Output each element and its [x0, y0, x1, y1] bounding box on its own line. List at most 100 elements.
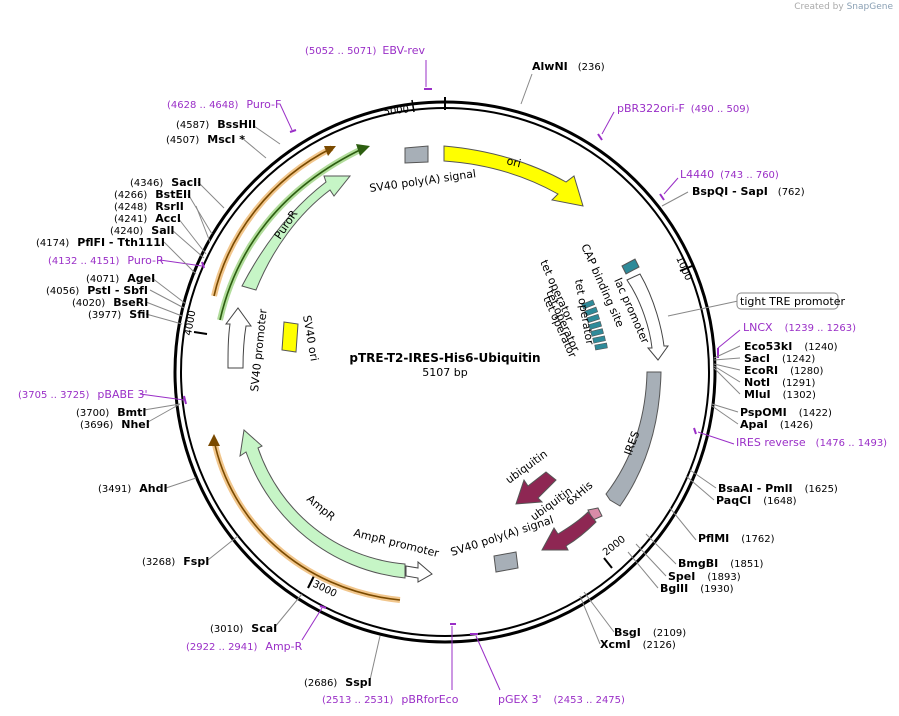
- sv40-polya-top-feature[interactable]: [404, 145, 429, 164]
- sfii-leader: [145, 313, 183, 325]
- site-xcmi[interactable]: XcmI(2126): [600, 638, 676, 651]
- puro-f-primer[interactable]: (4628 .. 4648)Puro-F: [167, 98, 281, 111]
- sv40-polya-bottom-label: SV40 poly(A) signal: [449, 513, 555, 559]
- site-sspi[interactable]: (2686)SspI: [304, 676, 372, 689]
- site-msci[interactable]: (4507)MscI *: [166, 133, 245, 146]
- site-sacii[interactable]: (4346)SacII: [130, 176, 201, 189]
- sv40-ori-feature[interactable]: [281, 321, 299, 353]
- acci-leader: [177, 217, 207, 255]
- site-sfii[interactable]: (3977)SfiI: [88, 308, 149, 321]
- site-bsaai-pmli[interactable]: BsaAI - PmlI(1625): [718, 482, 838, 495]
- ampr-promoter-feature[interactable]: [405, 560, 433, 583]
- pbr322ori-f-primer[interactable]: pBR322ori-F(490 .. 509): [617, 102, 750, 115]
- tight-tre-leader: [667, 300, 739, 317]
- puro-r-primer[interactable]: (4132 .. 4151)Puro-R: [48, 254, 164, 267]
- site-paqci[interactable]: PaqCI(1648): [716, 494, 797, 507]
- credit-prefix: Created by: [794, 2, 844, 12]
- site-spei[interactable]: SpeI(1893): [668, 570, 741, 583]
- ires-feature[interactable]: [605, 371, 662, 507]
- spei-leader: [635, 543, 667, 577]
- site-ahdi[interactable]: (3491)AhdI: [98, 482, 168, 495]
- ampr-promoter-label: AmpR promoter: [352, 526, 440, 560]
- ampr-orf-arc: [211, 439, 401, 603]
- noti-leader: [713, 365, 741, 383]
- pbabe3-primer[interactable]: (3705 .. 3725)pBABE 3': [18, 388, 148, 401]
- sv40-promoter-label: SV40 promoter: [248, 308, 270, 392]
- ebv-rev-primer[interactable]: (5052 .. 5071)EBV-rev: [305, 44, 425, 57]
- site-psti-sbfi[interactable]: (4056)PstI - SbfI: [46, 284, 148, 297]
- l4440-leader: [663, 177, 679, 195]
- site-bglii[interactable]: BglII(1930): [660, 582, 734, 595]
- ori-feature[interactable]: [443, 145, 584, 207]
- site-agei[interactable]: (4071)AgeI: [86, 272, 155, 285]
- tight-tre-promoter-box[interactable]: [736, 292, 839, 310]
- site-scai[interactable]: (3010)ScaI: [210, 622, 277, 635]
- puror-feature[interactable]: [241, 175, 352, 291]
- bsteii-leader: [187, 193, 213, 235]
- apai-leader: [711, 405, 739, 425]
- site-bsshii[interactable]: (4587)BssHII: [176, 118, 256, 131]
- ecori-leader: [713, 363, 741, 371]
- site-acci[interactable]: (4241)AccI: [114, 212, 181, 225]
- sv40-promoter-feature[interactable]: [225, 307, 252, 369]
- sv40-ori-label: SV40 ori: [300, 314, 321, 362]
- site-sali[interactable]: (4240)SalI: [110, 224, 174, 237]
- ires-reverse-primer[interactable]: IRES reverse(1476 .. 1493): [736, 436, 887, 449]
- puror-orf-head: [356, 144, 370, 156]
- psti-leader: [149, 289, 185, 309]
- plasmid-title: pTRE-T2-IRES-His6-Ubiquitin: [349, 351, 540, 365]
- site-rsrii[interactable]: (4248)RsrII: [114, 200, 184, 213]
- tick-mark-3000: [307, 575, 315, 589]
- puro-f-mark: [289, 129, 297, 133]
- lncx-primer[interactable]: LNCX(1239 .. 1263): [743, 321, 856, 334]
- site-bsgi[interactable]: BsgI(2109): [614, 626, 686, 639]
- amp-r-leader: [301, 607, 323, 641]
- ubiquitin-feature-2[interactable]: [541, 511, 597, 551]
- site-pflfi-tth111i[interactable]: (4174)PflFI - Tth111I: [36, 236, 165, 249]
- site-apai[interactable]: ApaI(1426): [740, 418, 813, 431]
- nhei-leader: [147, 403, 181, 423]
- saci-leader: [713, 357, 741, 361]
- site-bspqi-sapi[interactable]: BspQI - SapI(762): [692, 185, 805, 198]
- msci-leader: [241, 137, 267, 159]
- puror-orf-line: [219, 147, 365, 321]
- site-bmgbi[interactable]: BmgBI(1851): [678, 557, 764, 570]
- site-saci[interactable]: SacI(1242): [744, 352, 815, 365]
- amp-r-mark: [319, 605, 327, 609]
- tet-operator-blocks[interactable]: [581, 299, 608, 351]
- sacii-leader: [197, 181, 225, 209]
- site-noti[interactable]: NotI(1291): [744, 376, 815, 389]
- site-alwni[interactable]: AlwNI(236): [532, 60, 605, 73]
- site-ecori[interactable]: EcoRI(1280): [744, 364, 824, 377]
- puro-orf-head: [324, 146, 336, 156]
- puro-orf-arc: [211, 145, 334, 297]
- ampr-feature[interactable]: [239, 429, 406, 579]
- amp-r-primer[interactable]: (2922 .. 2941)Amp-R: [186, 640, 303, 653]
- pbabe3-mark: [183, 395, 187, 405]
- sali-leader: [171, 229, 205, 259]
- sv40-polya-bottom-feature[interactable]: [493, 551, 519, 573]
- site-bmti[interactable]: (3700)BmtI: [76, 406, 146, 419]
- tick-label-5000: 5000: [383, 104, 409, 118]
- pbrforeco-primer[interactable]: (2513 .. 2531)pBRforEco: [322, 693, 459, 706]
- site-eco53ki[interactable]: Eco53kI(1240): [744, 340, 838, 353]
- pgex3-primer[interactable]: pGEX 3'(2453 .. 2475): [498, 693, 625, 706]
- site-pflmi[interactable]: PflMI(1762): [698, 532, 775, 545]
- bsgi-leader: [583, 591, 615, 633]
- puro-r-mark: [201, 261, 205, 269]
- site-nhei[interactable]: (3696)NheI: [80, 418, 150, 431]
- site-bseri[interactable]: (4020)BseRI: [72, 296, 148, 309]
- lac-promoter-feature[interactable]: [626, 273, 669, 361]
- lncx-leader: [717, 329, 741, 349]
- fspi-leader: [207, 535, 239, 561]
- site-fspi[interactable]: (3268)FspI: [142, 555, 209, 568]
- site-mlui[interactable]: MluI(1302): [744, 388, 816, 401]
- ubiquitin-feature-1[interactable]: [515, 471, 557, 505]
- cap-binding-site-feature[interactable]: [621, 258, 640, 275]
- puro-r-leader: [159, 259, 203, 267]
- ires-reverse-leader: [697, 431, 735, 445]
- site-bsteii[interactable]: (4266)BstEII: [114, 188, 191, 201]
- site-pspomi[interactable]: PspOMI(1422): [740, 406, 832, 419]
- l4440-primer[interactable]: L4440(743 .. 760): [680, 168, 779, 181]
- bsshii-leader: [253, 125, 281, 145]
